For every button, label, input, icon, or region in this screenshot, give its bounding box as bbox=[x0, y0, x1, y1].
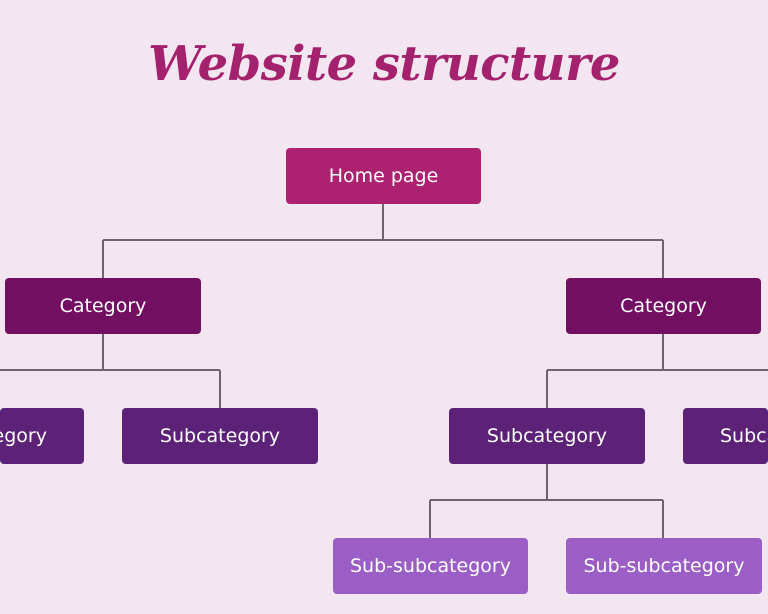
sub-subcategory-label: Sub-subcategory bbox=[583, 555, 745, 577]
category-node-right: Category bbox=[566, 278, 761, 334]
diagram-title: Website structure bbox=[148, 36, 620, 92]
subcategory-label: Subcategory bbox=[486, 425, 608, 447]
subcategory-node-far-left: Subcategory bbox=[0, 408, 84, 464]
sub-subcategory-node-right: Sub-subcategory bbox=[566, 538, 762, 594]
category-node-left: Category bbox=[5, 278, 201, 334]
subcategory-node-left: Subcategory bbox=[122, 408, 318, 464]
subcategory-node-right: Subcategory bbox=[449, 408, 645, 464]
home-page-label: Home page bbox=[328, 165, 439, 187]
category-label: Category bbox=[59, 295, 147, 317]
sub-subcategory-label: Sub-subcategory bbox=[350, 555, 511, 577]
subcategory-label: Subcategory bbox=[720, 425, 768, 447]
home-page-node: Home page bbox=[286, 148, 481, 204]
category-label: Category bbox=[620, 295, 707, 317]
sub-subcategory-node-left: Sub-subcategory bbox=[333, 538, 528, 594]
subcategory-label: Subcategory bbox=[0, 425, 47, 447]
subcategory-label: Subcategory bbox=[159, 425, 281, 447]
subcategory-node-far-right: Subcategory bbox=[683, 408, 768, 464]
